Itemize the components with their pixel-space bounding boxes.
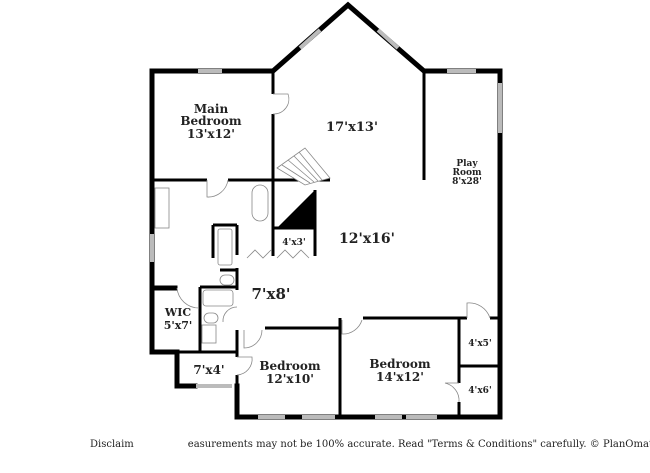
bedroom-2-name: Bedroom (259, 359, 320, 373)
wic-size: 5'x7' (164, 319, 193, 332)
windows (150, 28, 502, 419)
stairs (276, 147, 331, 228)
room-labels: Main Bedroom 13'x12' 17'x13' 12'x16' 4'x… (164, 102, 492, 396)
closet-small-size: 4'x3' (282, 238, 305, 248)
disclaimer-left: Disclaim (90, 439, 134, 450)
main-bedroom-size: 13'x12' (187, 127, 235, 141)
exterior-walls (149, 1, 503, 420)
wic-name: WIC (164, 306, 191, 319)
fixtures (154, 184, 269, 344)
hall-size: 7'x8' (251, 285, 290, 303)
storage-size: 7'x4' (193, 363, 224, 377)
play-room-name-1: Play (456, 159, 478, 169)
main-bedroom-name-1: Main (194, 102, 229, 116)
great-room-size: 17'x13' (326, 120, 378, 135)
stair-void (277, 190, 315, 228)
play-room-size: 8'x28' (452, 177, 482, 187)
bedroom-3-size: 14'x12' (376, 370, 424, 384)
closet-b-size: 4'x6' (468, 386, 491, 396)
closet-a-size: 4'x5' (468, 339, 491, 349)
disclaimer: Disclaim easurements may not be 100% accu… (90, 439, 650, 450)
disclaimer-right: easurements may not be 100% accurate. Re… (187, 439, 650, 450)
bedroom-3-name: Bedroom (369, 357, 430, 371)
doors (176, 93, 491, 403)
play-room-name-2: Room (452, 168, 481, 178)
main-bedroom-name-2: Bedroom (180, 114, 241, 128)
interior-walls (149, 71, 500, 417)
living-size: 12'x16' (339, 231, 395, 247)
bedroom-2-size: 12'x10' (266, 372, 314, 386)
